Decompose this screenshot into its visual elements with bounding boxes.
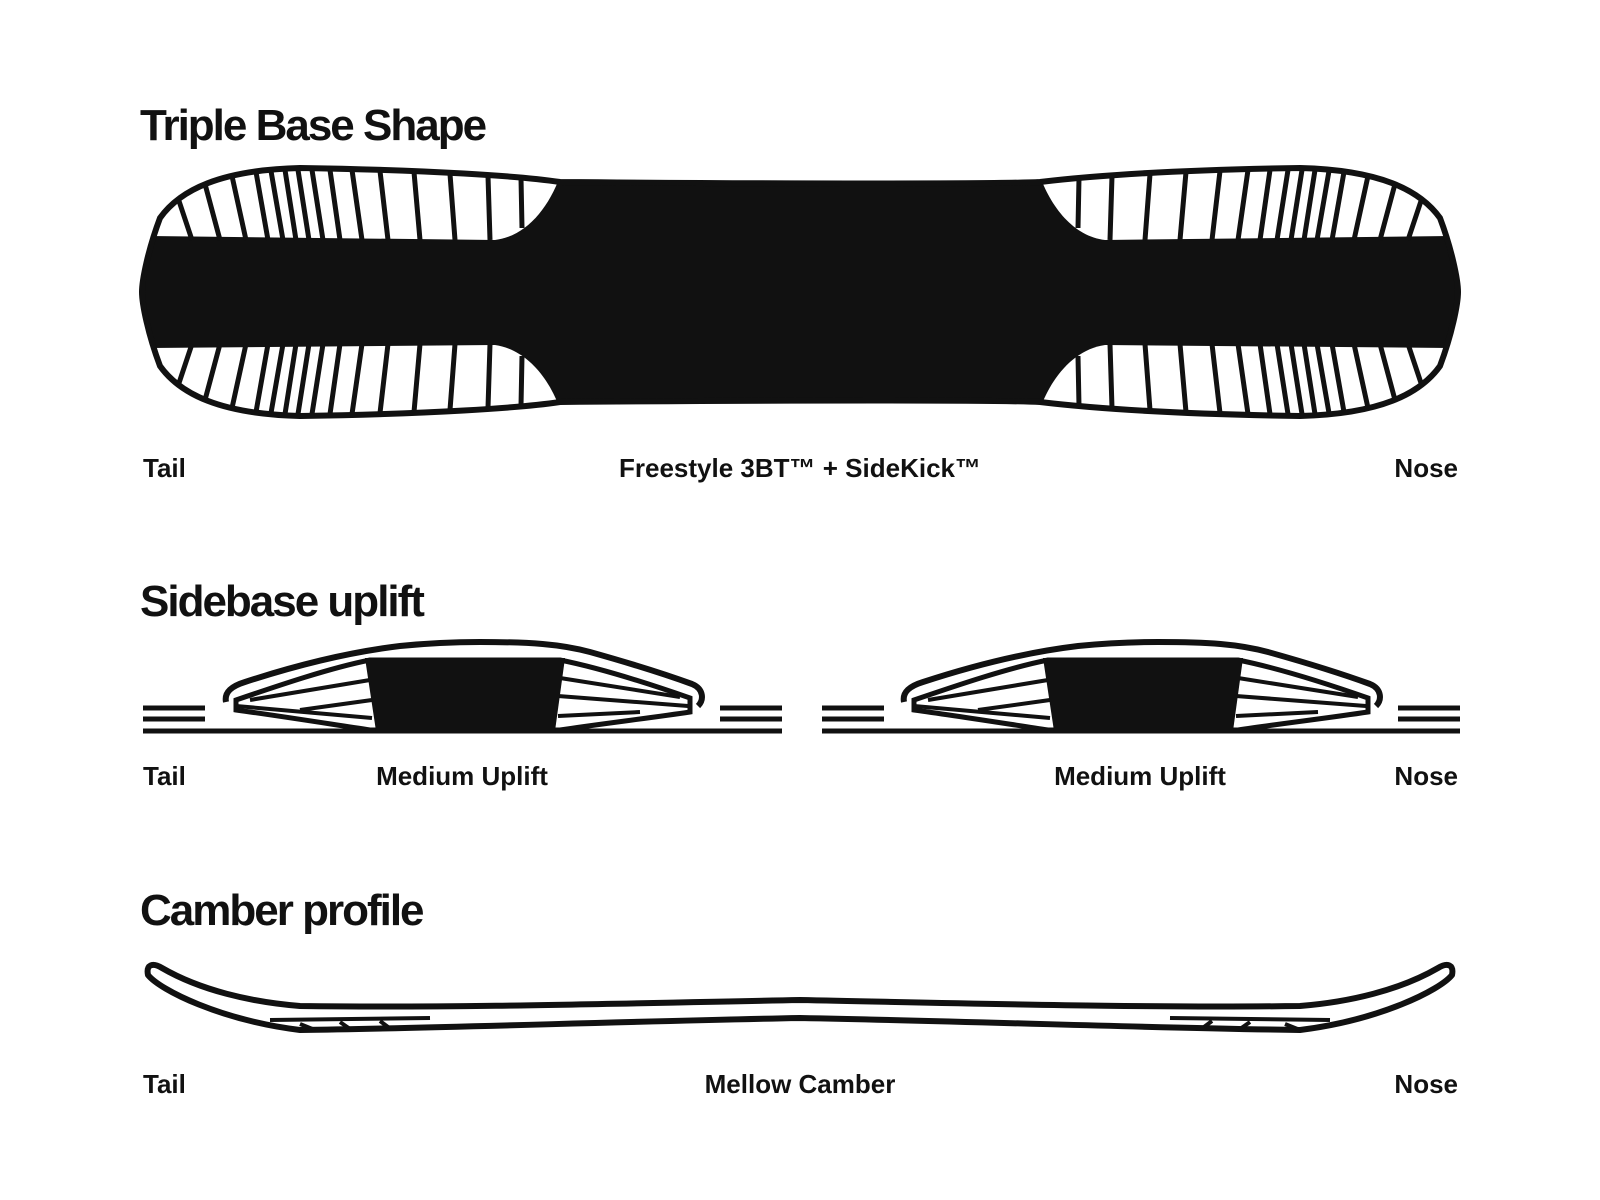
- sidebase-tail-label: Tail: [143, 761, 186, 791]
- camber-diagram: [144, 961, 1456, 1033]
- base-shape-nose-label: Nose: [1394, 453, 1458, 483]
- sidebase-nose-uplift-label: Medium Uplift: [1054, 761, 1226, 791]
- base-shape-tail-label: Tail: [143, 453, 186, 483]
- sidebase-nose-unit: [822, 638, 1460, 734]
- sidebase-title: Sidebase uplift: [140, 577, 425, 626]
- sidebase-nose-label: Nose: [1394, 761, 1458, 791]
- board-outline: [138, 164, 1462, 420]
- base-shape-technology-label: Freestyle 3BT™ + SideKick™: [619, 453, 981, 483]
- base-shape-diagram: [138, 164, 1462, 420]
- sidebase-tail-unit: [143, 638, 782, 734]
- camber-nose-label: Nose: [1394, 1069, 1458, 1099]
- base-shape-title: Triple Base Shape: [140, 101, 487, 150]
- sidebase-diagram: [143, 638, 1460, 734]
- sidebase-tail-uplift-label: Medium Uplift: [376, 761, 548, 791]
- camber-title: Camber profile: [140, 886, 425, 935]
- camber-type-label: Mellow Camber: [704, 1069, 896, 1099]
- camber-tail-label: Tail: [143, 1069, 186, 1099]
- camber-board-profile: [144, 961, 1456, 1033]
